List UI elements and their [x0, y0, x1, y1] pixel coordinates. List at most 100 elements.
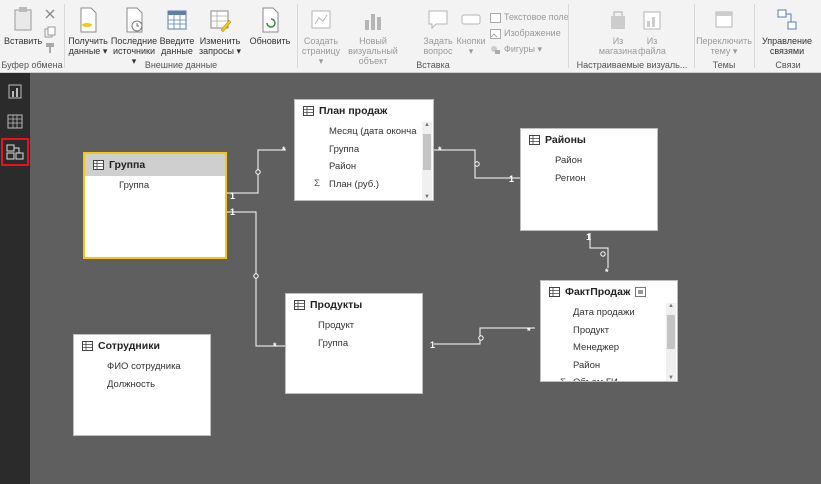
- table-icon: [549, 287, 560, 297]
- ask-question-button[interactable]: Задать вопрос: [420, 6, 456, 56]
- table-card-sales-plan[interactable]: План продаж Месяц (дата оконча Группа Ра…: [294, 99, 434, 201]
- edit-queries-button[interactable]: Изменить запросы ▾: [198, 6, 242, 56]
- refresh-button[interactable]: Обновить: [246, 6, 294, 46]
- field-item[interactable]: Продукт: [318, 320, 355, 331]
- relationship-line-regions-facts[interactable]: [589, 233, 609, 268]
- text-box-button[interactable]: Текстовое поле: [490, 12, 569, 23]
- table-icon: [294, 300, 305, 310]
- group-clipboard: Буфер обмена: [1, 60, 63, 70]
- enter-data-button[interactable]: Введите данные: [158, 6, 196, 56]
- theme-icon: [715, 11, 733, 28]
- scroll-down-icon[interactable]: ▼: [668, 375, 674, 381]
- new-page-icon: [311, 10, 331, 29]
- table-header[interactable]: Районы: [521, 129, 657, 151]
- copy-icon[interactable]: [44, 26, 56, 38]
- edit-queries-icon: [210, 10, 231, 33]
- table-icon: [529, 135, 540, 145]
- scroll-thumb[interactable]: [423, 134, 431, 170]
- field-item[interactable]: Группа: [329, 143, 360, 155]
- field-item[interactable]: Дата продажи: [573, 307, 635, 318]
- file-chart-icon: [643, 11, 661, 30]
- table-header[interactable]: План продаж: [295, 100, 433, 122]
- field-item[interactable]: Группа: [318, 337, 349, 349]
- get-data-button[interactable]: Получить данные ▾: [66, 6, 110, 56]
- database-file-icon: [80, 7, 97, 33]
- scrollbar[interactable]: ▲ ▼: [422, 122, 432, 200]
- scroll-down-icon[interactable]: ▼: [424, 194, 430, 200]
- paste-button[interactable]: Вставить: [4, 6, 42, 46]
- scroll-up-icon[interactable]: ▲: [424, 122, 430, 128]
- refresh-icon: [262, 7, 279, 33]
- relationship-line-group-products[interactable]: [226, 211, 285, 347]
- scrollbar[interactable]: ▲ ▼: [666, 303, 676, 381]
- scroll-up-icon[interactable]: ▲: [668, 303, 674, 309]
- table-header[interactable]: Сотрудники: [74, 335, 210, 357]
- text-box-icon: [490, 12, 501, 23]
- from-file-button[interactable]: Из файла: [636, 6, 668, 56]
- button-shape-icon: [461, 14, 481, 25]
- card-many: *: [273, 341, 277, 351]
- speech-bubble-icon: [428, 10, 448, 30]
- report-view-button[interactable]: [4, 81, 26, 103]
- report-view-icon: [8, 84, 22, 99]
- table-card-employees[interactable]: Сотрудники ФИО сотрудника Должность: [73, 334, 211, 436]
- field-item[interactable]: Группа: [119, 180, 150, 191]
- table-title: Группа: [109, 159, 146, 171]
- table-icon: [303, 106, 314, 116]
- recent-sources-button[interactable]: Последние источники ▾: [110, 6, 158, 66]
- table-title: Продукты: [310, 299, 363, 311]
- table-header[interactable]: ФактПродаж: [541, 281, 677, 303]
- field-item[interactable]: План (руб.): [329, 178, 379, 190]
- card-many: *: [527, 326, 531, 336]
- model-canvas[interactable]: 1 * * 1 1 * 1 * 1 * Группа Группа План п…: [30, 73, 821, 484]
- card-many: *: [438, 145, 442, 155]
- recent-sources-icon: [126, 7, 143, 33]
- field-item[interactable]: Продукт: [573, 324, 610, 336]
- table-title: План продаж: [319, 105, 388, 117]
- field-item[interactable]: Менеджер: [573, 342, 620, 353]
- table-header[interactable]: Группа: [85, 154, 225, 176]
- ribbon-separator: [754, 4, 755, 68]
- table-header[interactable]: Продукты: [286, 294, 422, 316]
- field-item[interactable]: Район: [329, 161, 357, 172]
- card-one: 1: [509, 174, 514, 184]
- from-store-button[interactable]: Из магазина: [598, 6, 638, 56]
- field-item[interactable]: Объем ГИ...: [573, 374, 677, 381]
- field-item[interactable]: Район: [573, 359, 601, 371]
- sigma-icon: Σ: [560, 377, 566, 381]
- card-one: 1: [230, 191, 235, 201]
- table-card-sales-facts[interactable]: ФактПродаж Дата продажи Продукт Менеджер…: [540, 280, 678, 382]
- switch-theme-button[interactable]: Переключить тему ▾: [696, 6, 752, 56]
- relationship-line-products-facts[interactable]: [434, 327, 535, 345]
- new-page-button[interactable]: Создать страницу ▾: [300, 6, 342, 66]
- table-title: Сотрудники: [98, 340, 160, 352]
- field-item[interactable]: ФИО сотрудника: [107, 361, 181, 372]
- cut-icon[interactable]: [44, 8, 56, 20]
- relationship-lines: 1 * * 1 1 * 1 * 1 *: [226, 145, 609, 351]
- table-title: ФактПродаж: [565, 286, 631, 298]
- model-view-icon: [6, 144, 24, 160]
- image-button[interactable]: Изображение: [490, 28, 561, 39]
- data-view-icon: [7, 114, 23, 129]
- field-item[interactable]: Регион: [555, 172, 586, 184]
- shapes-button[interactable]: Фигуры ▾: [490, 44, 542, 55]
- table-card-group[interactable]: Группа Группа: [83, 152, 227, 259]
- field-item[interactable]: Должность: [107, 378, 156, 390]
- new-visual-button[interactable]: Новый визуальный объект: [344, 6, 402, 66]
- data-view-button[interactable]: [4, 111, 26, 133]
- scroll-thumb[interactable]: [667, 315, 675, 349]
- model-view-button[interactable]: [1, 138, 29, 166]
- manage-relationships-button[interactable]: Управление связями: [756, 6, 818, 56]
- table-card-products[interactable]: Продукты Продукт Группа: [285, 293, 423, 394]
- format-painter-icon[interactable]: [44, 42, 56, 54]
- field-item[interactable]: Месяц (дата оконча: [329, 126, 417, 137]
- hide-in-report-icon[interactable]: [635, 287, 647, 297]
- ribbon-separator: [64, 4, 65, 68]
- shapes-icon: [491, 45, 500, 54]
- field-item[interactable]: Район: [555, 155, 583, 166]
- card-one: 1: [230, 207, 235, 217]
- table-card-regions[interactable]: Районы Район Регион: [520, 128, 658, 231]
- buttons-button[interactable]: Кнопки ▾: [454, 6, 488, 56]
- card-many: *: [605, 267, 609, 277]
- image-icon: [490, 28, 501, 39]
